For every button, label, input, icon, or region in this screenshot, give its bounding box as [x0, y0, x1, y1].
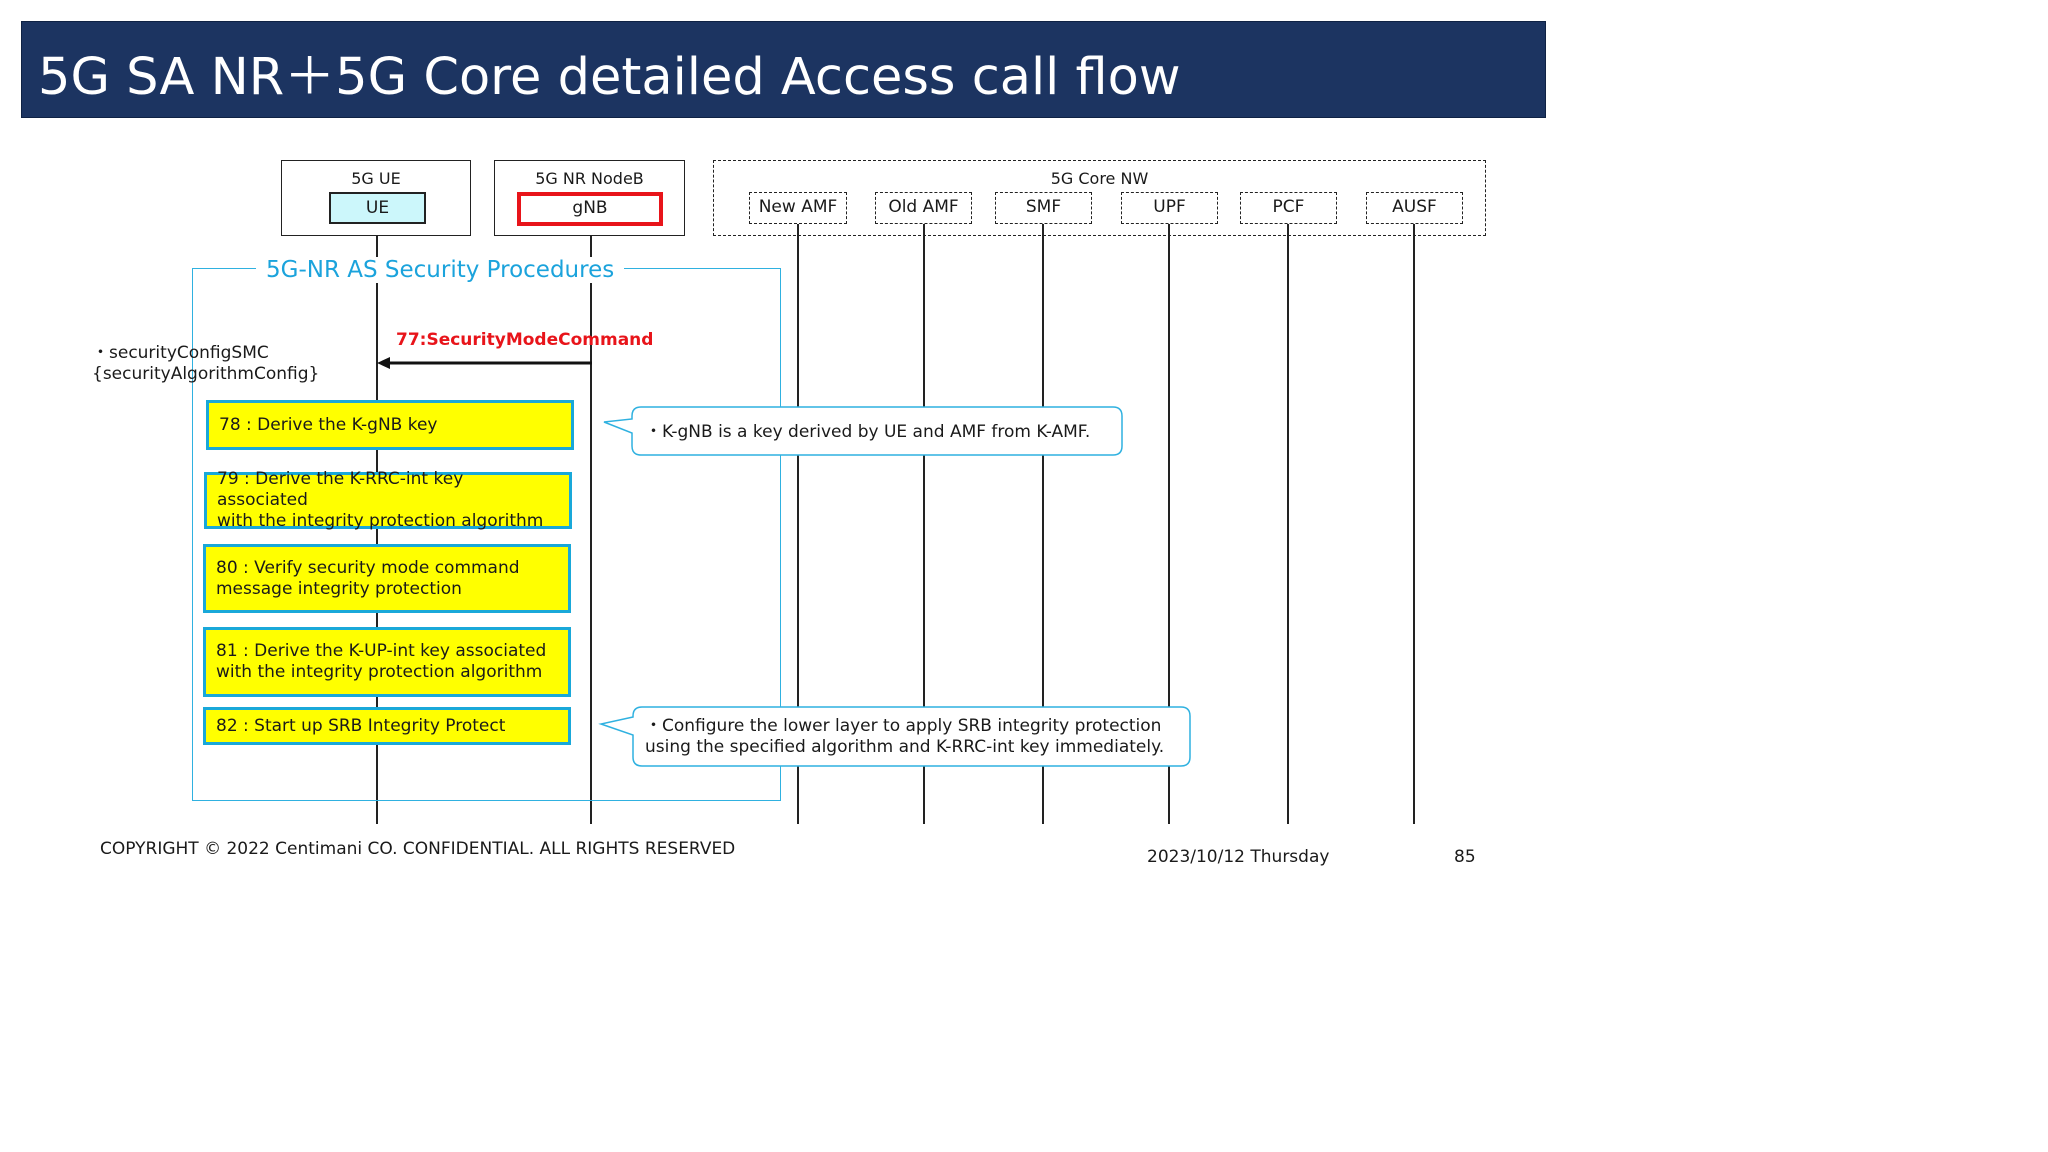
- step-81-line-2: with the integrity protection algorithm: [216, 662, 543, 682]
- note-2-line-1: ・Configure the lower layer to apply SRB …: [645, 716, 1162, 736]
- step-82: 82 : Start up SRB Integrity Protect: [203, 707, 571, 745]
- footer-copyright: COPYRIGHT © 2022 Centimani CO. CONFIDENT…: [100, 839, 736, 859]
- note-2-callout: [598, 706, 1191, 767]
- lifeline-smf: [1042, 224, 1044, 824]
- step-79-line-1: 79 : Derive the K-RRC-int key associated: [217, 469, 464, 510]
- step-80-line-2: message integrity protection: [216, 578, 462, 599]
- note-2-line-2: using the specified algorithm and K-RRC-…: [645, 737, 1165, 757]
- message-param-2: {securityAlgorithmConfig}: [92, 364, 320, 384]
- lifeline-ausf: [1413, 224, 1415, 824]
- lifeline-gnb: [590, 224, 592, 824]
- core-entity-smf: SMF: [995, 192, 1092, 224]
- lifeline-pcf: [1287, 224, 1289, 824]
- message-param-1: ・securityConfigSMC: [92, 343, 269, 363]
- note-1-line-1: ・K-gNB is a key derived by UE and AMF fr…: [645, 422, 1091, 442]
- lifeline-upf: [1168, 224, 1170, 824]
- note-1-callout: [603, 406, 1123, 456]
- lifeline-old-amf: [923, 224, 925, 824]
- page-title: 5G SA NR＋5G Core detailed Access call fl…: [38, 48, 1181, 107]
- step-78: 78 : Derive the K-gNB key: [206, 400, 574, 450]
- footer-page-number: 85: [1454, 847, 1476, 867]
- core-entity-pcf: PCF: [1240, 192, 1337, 224]
- message-arrow: [377, 357, 592, 369]
- procedure-title: 5G-NR AS Security Procedures: [256, 257, 625, 283]
- step-82-line-1: 82 : Start up SRB Integrity Protect: [216, 715, 506, 736]
- core-entity-ausf: AUSF: [1366, 192, 1463, 224]
- step-79-line-2: with the integrity protection algorithm: [217, 511, 544, 531]
- footer-date: 2023/10/12 Thursday: [1147, 847, 1330, 867]
- title-bar: 5G SA NR＋5G Core detailed Access call fl…: [21, 21, 1546, 118]
- core-network-title: 5G Core NW: [1050, 169, 1149, 188]
- step-78-line-1: 78 : Derive the K-gNB key: [219, 414, 438, 435]
- step-81-line-1: 81 : Derive the K-UP-int key associated: [216, 641, 547, 661]
- ue-node: 5G UE UE: [281, 160, 471, 236]
- lifeline-new-amf: [797, 224, 799, 824]
- step-80: 80 : Verify security mode command messag…: [203, 544, 571, 613]
- message-label: 77:SecurityModeCommand: [396, 330, 654, 350]
- core-entity-old-amf: Old AMF: [875, 192, 972, 224]
- ue-node-title: 5G UE: [351, 169, 401, 188]
- core-network-group: 5G Core NW: [713, 160, 1486, 236]
- core-entity-upf: UPF: [1121, 192, 1218, 224]
- gnb-node-title: 5G NR NodeB: [535, 169, 644, 188]
- ue-entity: UE: [329, 192, 426, 224]
- core-entity-new-amf: New AMF: [749, 192, 847, 224]
- step-81: 81 : Derive the K-UP-int key associated …: [203, 627, 571, 697]
- gnb-entity: gNB: [517, 192, 663, 226]
- gnb-node: 5G NR NodeB gNB: [494, 160, 685, 236]
- step-79: 79 : Derive the K-RRC-int key associated…: [204, 469, 572, 531]
- step-80-line-1: 80 : Verify security mode command: [216, 557, 520, 578]
